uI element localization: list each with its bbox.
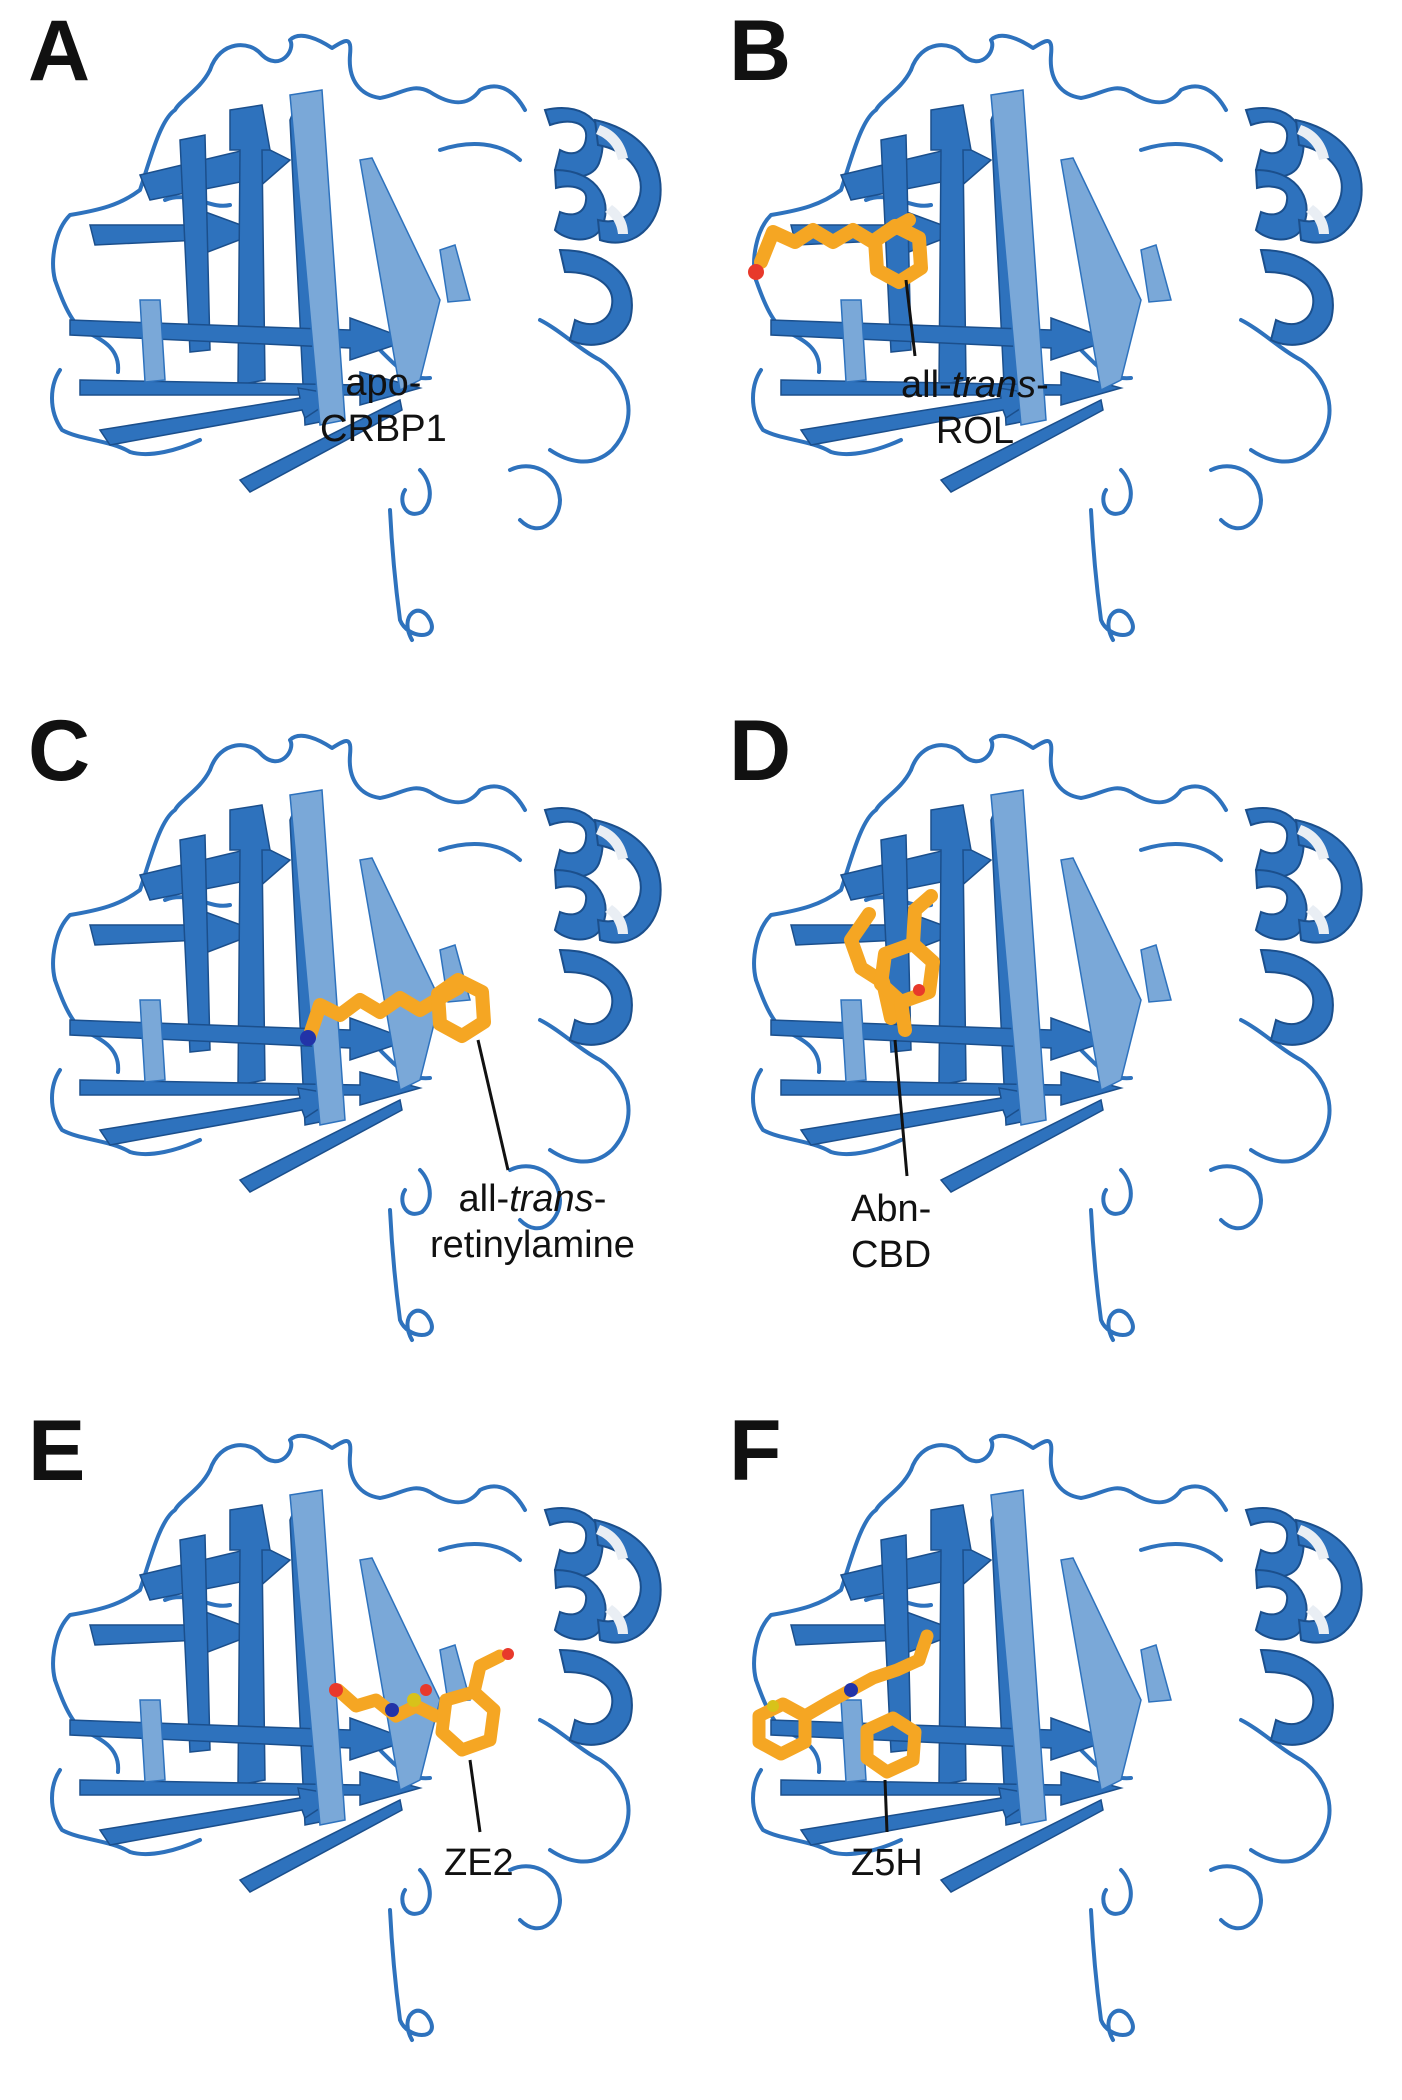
panel-letter: E (28, 1403, 86, 1499)
retinol-ligand (748, 213, 928, 289)
protein-ribbon (50, 1433, 663, 2042)
ligand-label: all-trans- ROL (901, 364, 1049, 452)
ligand-label: apo- CRBP1 (320, 362, 447, 450)
protein-ribbon (50, 33, 663, 643)
protein-ribbon (50, 733, 663, 1342)
panel-letter: F (729, 1403, 782, 1499)
panel-letter: C (28, 703, 91, 799)
ligand-label: all-trans- retinylamine (430, 1178, 635, 1266)
ligand-label: Z5H (851, 1842, 923, 1884)
panel-letter: A (28, 3, 91, 99)
abn-cbd-ligand (844, 889, 940, 1037)
panel-d: D Abn- CBD (701, 700, 1402, 1400)
ligand-label: Abn- CBD (851, 1188, 932, 1276)
retinylamine-ligand (300, 973, 491, 1046)
ze2-ligand (329, 1648, 514, 1757)
panel-c: C all-trans- retinylamine (0, 700, 701, 1400)
protein-ribbon (751, 733, 1364, 1342)
panel-letter: D (729, 703, 792, 799)
protein-ribbon (748, 33, 1364, 643)
panel-a: A apo- CRBP1 (0, 0, 701, 700)
panel-b: B all-trans- ROL (701, 0, 1402, 700)
ligand-label: ZE2 (444, 1842, 514, 1884)
z5h-ligand (752, 1629, 934, 1779)
protein-ribbon (751, 1433, 1364, 2042)
panel-letter: B (729, 3, 792, 99)
panel-f: F Z5H (701, 1400, 1402, 2100)
panel-e: E ZE2 (0, 1400, 701, 2100)
